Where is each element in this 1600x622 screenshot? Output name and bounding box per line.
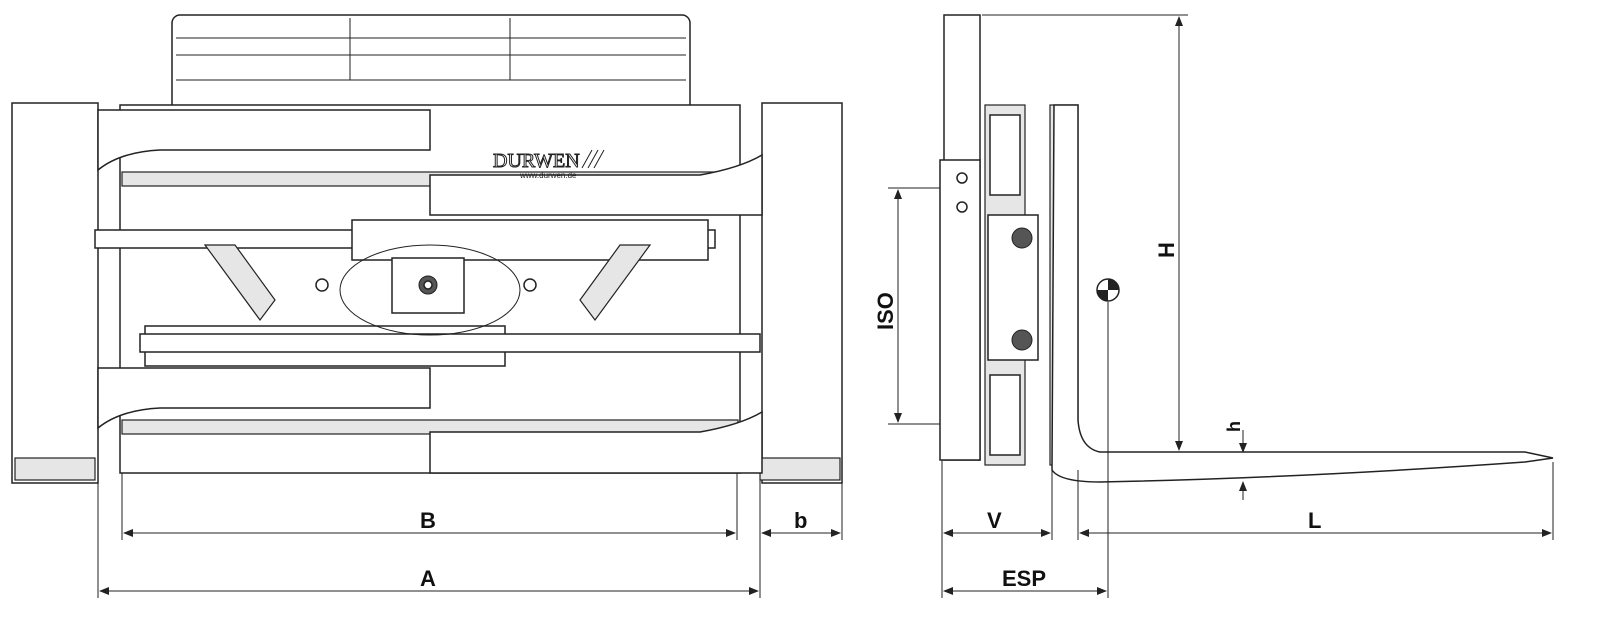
svg-text:h: h [1224, 421, 1244, 432]
svg-text:b: b [794, 508, 807, 533]
right-fork [139, 102, 843, 484]
dimension-L: L [1077, 462, 1554, 540]
dimension-ESP: ESP [943, 566, 1107, 595]
dimension-ISO: ISO [873, 187, 940, 425]
fork-side [1051, 104, 1554, 483]
svg-text:ISO: ISO [873, 292, 898, 330]
svg-text:L: L [1308, 508, 1321, 533]
svg-text:www.durwen.de: www.durwen.de [519, 171, 577, 180]
dimension-h: h [1224, 421, 1247, 500]
side-view: ISO H h V L ESP [873, 14, 1554, 598]
svg-text:V: V [987, 508, 1002, 533]
durwen-logo: DURWEN www.durwen.de [493, 150, 605, 180]
svg-text:H: H [1154, 242, 1179, 258]
dimension-H: H [982, 14, 1188, 451]
svg-text:DURWEN: DURWEN [493, 150, 580, 172]
load-backrest [171, 14, 691, 116]
dimension-A: A [97, 483, 761, 598]
center-of-gravity-icon [1096, 278, 1120, 302]
svg-text:B: B [420, 508, 436, 533]
dimension-b: b [759, 480, 843, 540]
dimension-V: V [941, 460, 1053, 598]
svg-text:A: A [420, 566, 436, 591]
center-plate [203, 244, 652, 336]
front-view: DURWEN www.durwen.de B b A [11, 14, 843, 598]
svg-text:ESP: ESP [1002, 566, 1046, 591]
dimension-B: B [121, 473, 738, 540]
